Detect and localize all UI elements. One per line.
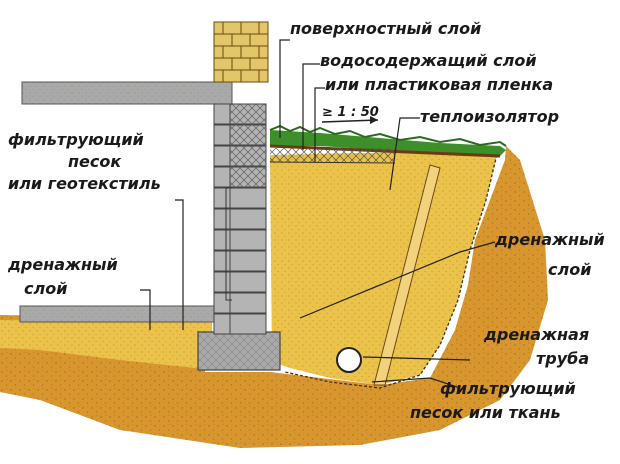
label-filter-sand-2: песок [68,152,122,171]
label-filter-fabric-2: песок или ткань [410,403,561,422]
drain-pipe [336,347,362,373]
water-retaining-layer [270,148,395,162]
wall-block [229,292,267,314]
wall-block [213,313,231,335]
wall-brick [213,45,224,59]
wall-block [213,292,231,314]
grass-surface [270,130,506,156]
wall-brick [249,57,269,71]
label-drain-layer-right-2: слой [548,260,591,279]
label-slope: ≥ 1 : 50 [322,105,379,120]
label-surface-layer: поверхностный слой [290,19,481,38]
wall-block [229,229,267,251]
wall-brick [240,69,260,83]
wall-block [229,250,267,272]
wall-brick [240,45,260,59]
wall-brick [222,21,242,35]
label-drain-layer-left-2: слой [24,279,67,298]
wall-brick [213,57,233,71]
wall-block [213,208,231,230]
leader-lines [140,39,496,389]
wall-brick [213,33,233,47]
label-drain-pipe-1: дренажная [483,325,589,344]
label-drain-layer-left-1: дренажный [7,255,118,274]
slope-arrow [321,119,379,123]
label-water-layer-1: водосодержащий слой [320,51,537,70]
wall-block [213,271,231,293]
label-drain-pipe-2: труба [536,349,589,368]
wall-brick [258,45,269,59]
brick-wall [213,21,269,83]
filter-membrane [284,149,499,389]
label-filter-sand-1: фильтрующий [8,130,144,149]
wall-block [229,313,267,335]
wall-brick [231,33,251,47]
wall-brick [258,21,269,35]
wall-block [213,124,231,146]
wall-insulation [230,104,266,188]
wall-block [213,103,231,125]
label-water-layer-2: или пластиковая пленка [325,75,553,94]
wall-block [213,250,231,272]
insulation-board [373,164,441,386]
wall-block [229,208,267,230]
label-filter-sand-3: или геотекстиль [8,174,161,193]
wall-brick [240,21,260,35]
wall-block [213,145,231,167]
wall-brick [249,33,269,47]
label-insulator: теплоизолятор [420,107,559,126]
wall-brick [222,69,242,83]
label-drain-layer-right-1: дренажный [494,230,605,249]
wall-brick [258,69,269,83]
wall-brick [213,21,224,35]
wall-block [229,187,267,209]
wall-brick [222,45,242,59]
wall-brick [213,69,224,83]
wall-block [229,271,267,293]
wall-block [213,166,231,188]
wall-block [213,187,231,209]
wall-block [213,229,231,251]
wall-brick [231,57,251,71]
label-filter-fabric-1: фильтрующий [440,379,576,398]
